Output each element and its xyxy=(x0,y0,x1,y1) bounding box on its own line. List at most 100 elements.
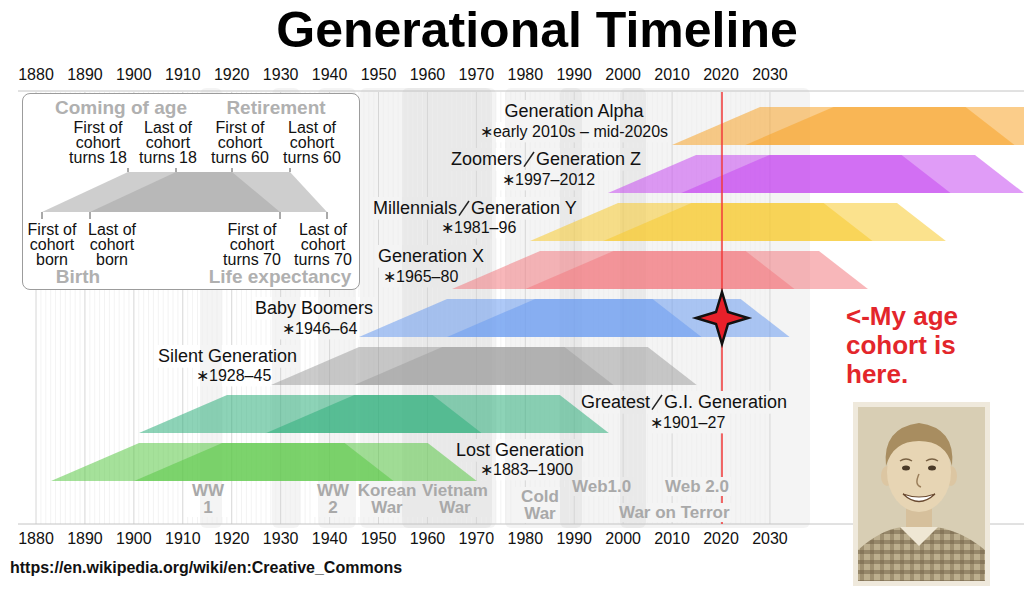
year-tick: 1930 xyxy=(263,530,299,548)
year-tick: 1880 xyxy=(18,530,54,548)
collar xyxy=(900,527,938,546)
year-tick: 1910 xyxy=(165,530,201,548)
event-label: Cold War xyxy=(514,488,566,522)
leader-tick xyxy=(280,212,281,219)
generation-name: Baby Boomers xyxy=(255,298,373,319)
photo-ground xyxy=(858,407,985,581)
axis-line xyxy=(18,91,1024,92)
year-tick: 2010 xyxy=(654,530,690,548)
legend-label: First of cohort turns 60 xyxy=(208,120,272,165)
band-shape xyxy=(271,347,697,385)
generation-name: Millennials xyxy=(373,198,457,219)
year-tick: 1990 xyxy=(556,66,592,84)
year-tick: 1890 xyxy=(67,530,103,548)
legend-inset: Coming of ageRetirementFirst of cohort t… xyxy=(22,93,360,290)
band-shape xyxy=(51,443,477,481)
year-tick: 1920 xyxy=(214,530,250,548)
event-label: Vietnam War xyxy=(418,482,492,516)
year-tick: 1980 xyxy=(508,66,544,84)
generation-name: Generation Alpha xyxy=(504,101,643,122)
year-tick: 2010 xyxy=(654,66,690,84)
photo-border xyxy=(853,402,990,586)
year-tick: 2030 xyxy=(752,530,788,548)
legend-label: Last of cohort turns 60 xyxy=(280,120,344,165)
cohort-parallelogram xyxy=(354,347,697,385)
generation-name: Silent Generation xyxy=(158,346,297,367)
chart-title: Generational Timeline xyxy=(276,2,797,60)
year-tick: 1960 xyxy=(410,530,446,548)
generation-band: ZoomersGeneration Z∗1997–2012 xyxy=(608,155,1024,193)
legend-heading: Birth xyxy=(56,266,100,288)
plaid-shirt xyxy=(858,527,985,581)
event-label: War on Terror xyxy=(619,504,730,521)
leader-tick xyxy=(290,168,291,172)
year-tick: 2030 xyxy=(752,66,788,84)
name-separator xyxy=(524,152,534,167)
birth-years: ∗early 2010s – mid-2020s xyxy=(480,123,668,141)
brow xyxy=(900,459,912,461)
leader-tick xyxy=(176,168,177,172)
leader-tick xyxy=(128,168,129,172)
year-tick: 1950 xyxy=(361,66,397,84)
legend-label: First of cohort turns 18 xyxy=(66,120,130,165)
legend-heading: Life expectancy xyxy=(209,266,352,288)
name-separator xyxy=(459,201,469,216)
legend-label: First of cohort born xyxy=(20,222,84,267)
legend-label: First of cohort turns 70 xyxy=(220,222,284,267)
year-tick: 1900 xyxy=(116,66,152,84)
year-tick: 1960 xyxy=(410,66,446,84)
legend-heading: Coming of age xyxy=(55,97,187,119)
year-tick: 2000 xyxy=(605,530,641,548)
year-tick: 1940 xyxy=(312,66,348,84)
eye xyxy=(928,466,936,471)
year-tick: 2020 xyxy=(703,66,739,84)
year-tick: 1950 xyxy=(361,530,397,548)
leader-tick xyxy=(327,212,328,219)
generation-name: Generation Y xyxy=(471,198,577,219)
cohort-parallelogram xyxy=(682,155,1024,193)
event-label: Korean War xyxy=(354,482,420,516)
cohort-parallelogram xyxy=(745,107,1024,145)
year-tick: 2000 xyxy=(605,66,641,84)
hair xyxy=(886,423,953,466)
year-tick: 1970 xyxy=(459,66,495,84)
year-tick: 1910 xyxy=(165,66,201,84)
year-tick: 1980 xyxy=(508,530,544,548)
year-tick: 1990 xyxy=(556,530,592,548)
birth-years: ∗1981–96 xyxy=(441,219,516,237)
smile xyxy=(903,494,935,502)
legend-label: Last of cohort turns 18 xyxy=(136,120,200,165)
generation-band: GreatestG.I. Generation∗1901–27 xyxy=(139,395,609,433)
generation-name: Lost Generation xyxy=(456,440,584,461)
generation-band: MillennialsGeneration Y∗1981–96 xyxy=(530,203,946,241)
year-tick: 1930 xyxy=(263,66,299,84)
generation-band: Generation X∗1965–80 xyxy=(452,251,868,289)
callout-note: <-My age cohort is here. xyxy=(846,302,984,389)
cohort-parallelogram xyxy=(134,443,477,481)
birth-years: ∗1901–27 xyxy=(650,414,725,432)
generation-name: Zoomers xyxy=(451,149,522,170)
cohort-parallelogram xyxy=(266,395,609,433)
band-shape xyxy=(672,107,1024,145)
event-label: WW 1 xyxy=(188,482,228,516)
brow xyxy=(926,459,938,461)
legend-label: Last of cohort born xyxy=(80,222,144,267)
leader-tick xyxy=(232,168,233,172)
leader-tick xyxy=(42,212,43,219)
year-tick: 1940 xyxy=(312,530,348,548)
generation-name: Generation X xyxy=(378,246,484,267)
year-tick: 1880 xyxy=(18,66,54,84)
generation-band: Generation Alpha∗early 2010s – mid-2020s xyxy=(672,107,1024,145)
birth-years: ∗1965–80 xyxy=(383,268,458,286)
leader-tick xyxy=(90,212,91,219)
boy-photo xyxy=(853,402,990,586)
birth-years: ∗1883–1900 xyxy=(480,461,573,479)
legend-label: Last of cohort turns 70 xyxy=(291,222,355,267)
generation-name: G.I. Generation xyxy=(664,392,787,413)
nose xyxy=(917,474,921,487)
generation-band: Lost Generation∗1883–1900 xyxy=(51,443,477,481)
band-shape xyxy=(452,251,868,289)
cohort-parallelogram xyxy=(525,251,868,289)
band-shape xyxy=(530,203,946,241)
